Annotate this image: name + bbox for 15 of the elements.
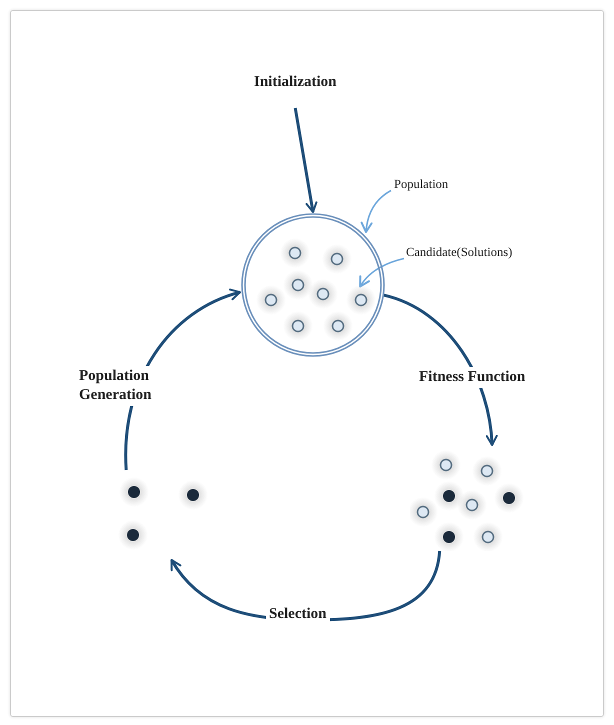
- candidate-circle: [322, 244, 352, 274]
- candidate-circle: [256, 285, 286, 315]
- candidate-circle: [308, 279, 338, 309]
- candidate-circle: [346, 285, 376, 315]
- candidate-circle: [283, 311, 313, 341]
- arrow: [294, 108, 318, 213]
- candidate-circle: [280, 238, 310, 268]
- leader-line: [359, 258, 404, 288]
- callout-label: Candidate(Solutions): [406, 245, 512, 260]
- leader-line: [360, 190, 392, 233]
- node-label: Initialization: [254, 74, 337, 91]
- population-circle: [241, 213, 385, 357]
- arrow: [383, 294, 498, 446]
- candidate-circle: [323, 311, 353, 341]
- callout-label: Population: [394, 177, 448, 192]
